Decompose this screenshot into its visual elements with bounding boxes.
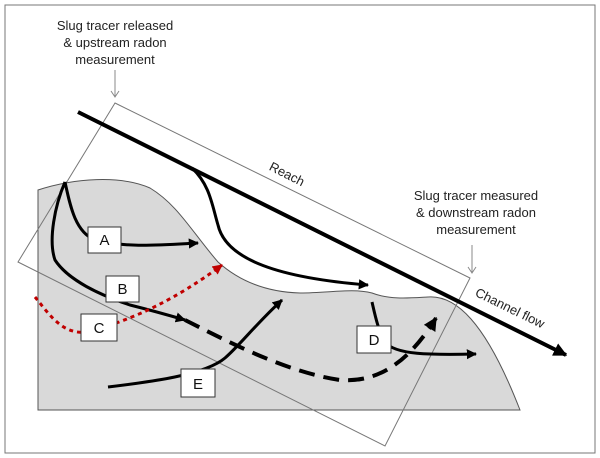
ground-area	[37, 179, 521, 411]
upstream-label-line2: & upstream radon	[63, 35, 166, 50]
label-b-text: B	[117, 281, 127, 298]
downstream-pointer-head	[467, 266, 477, 274]
label-box-d: D	[356, 325, 392, 354]
reach-box	[17, 102, 471, 447]
label-d-text: D	[369, 332, 380, 349]
upstream-label-line3: measurement	[75, 52, 155, 67]
label-box-b: B	[105, 275, 140, 303]
upstream-pointer-head	[110, 90, 120, 98]
label-c-text: C	[94, 320, 105, 337]
pathway-b-arrow	[50, 181, 186, 323]
downstream-label-line3: measurement	[436, 222, 516, 237]
label-box-c: C	[80, 313, 118, 342]
stream-channel-line	[77, 110, 568, 357]
downstream-label-line2: & downstream radon	[416, 205, 536, 220]
label-e-text: E	[193, 376, 203, 393]
downstream-label-line1: Slug tracer measured	[414, 188, 538, 203]
pathway-e-arrow	[107, 298, 284, 389]
label-box-a: A	[87, 226, 122, 254]
upstream-label-line1: Slug tracer released	[57, 18, 173, 33]
label-a-text: A	[99, 232, 109, 249]
pathway-c-arrow	[33, 263, 223, 334]
stream-loop-arrow	[190, 166, 370, 290]
label-box-e: E	[180, 368, 216, 398]
